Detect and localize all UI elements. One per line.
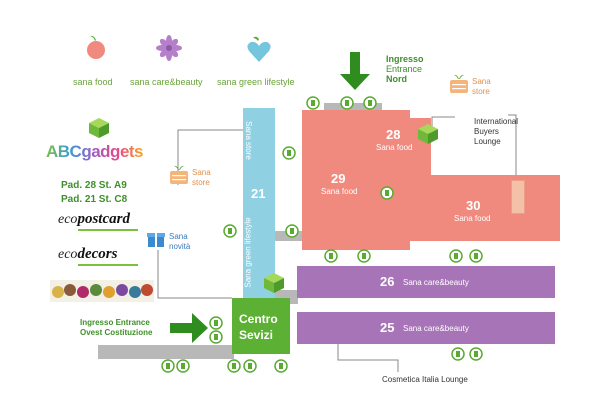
store-b-line2: store bbox=[192, 178, 210, 187]
centro-servizi-line1: Centro bbox=[239, 312, 278, 326]
store-icon bbox=[170, 165, 188, 184]
hall-30-inner-room bbox=[511, 180, 525, 214]
heart-icon bbox=[247, 36, 271, 62]
centro-servizi[interactable]: Centro Sevizi bbox=[232, 298, 290, 354]
entrance-north-line3: Nord bbox=[386, 74, 407, 84]
eco-text-2: eco bbox=[58, 247, 78, 262]
gadget-cube-icon bbox=[89, 118, 109, 138]
decors-text: decors bbox=[77, 246, 118, 262]
flower-icon bbox=[156, 35, 182, 61]
hall-26-label: Sana care&beauty bbox=[403, 278, 469, 287]
legend-label-green: sana green lifestyle bbox=[217, 77, 295, 87]
walkway-north bbox=[324, 103, 382, 111]
postcard-text: postcard bbox=[77, 211, 130, 227]
hall-28[interactable] bbox=[356, 118, 431, 178]
hall-25-label: Sana care&beauty bbox=[403, 324, 469, 333]
gift-icon bbox=[147, 233, 165, 247]
abcgadgets-logo: ABCgadgets bbox=[46, 142, 144, 162]
store-a-line1: Sana bbox=[472, 77, 491, 86]
arrow-down-icon bbox=[340, 52, 370, 90]
walkway-west bbox=[98, 345, 234, 359]
hall-28-number: 28 bbox=[386, 127, 401, 142]
hall-29-number: 29 bbox=[331, 171, 346, 186]
hall-30-number: 30 bbox=[466, 198, 481, 213]
hall-30-label: Sana food bbox=[454, 214, 491, 223]
pad-21: Pad. 21 St. C8 bbox=[61, 194, 128, 205]
hall-30[interactable] bbox=[380, 175, 560, 241]
novita-line2: novità bbox=[169, 242, 191, 251]
products-photo bbox=[50, 280, 154, 302]
hall-25-number: 25 bbox=[380, 320, 395, 335]
arrow-right-icon bbox=[170, 313, 208, 343]
store-b-line1: Sana bbox=[192, 168, 211, 177]
centro-servizi-line2: Sevizi bbox=[239, 328, 274, 342]
hall-25[interactable]: 25 Sana care&beauty bbox=[297, 312, 555, 344]
legend: sana food sana care&beauty sana green li… bbox=[60, 35, 320, 95]
intl-lounge-line3: Lounge bbox=[474, 137, 501, 146]
store-a-line2: store bbox=[472, 87, 490, 96]
legend-label-care: sana care&beauty bbox=[130, 77, 203, 87]
hall-26-number: 26 bbox=[380, 274, 395, 289]
pad-28: Pad. 28 St. A9 bbox=[61, 180, 127, 191]
cosmetica-lounge: Cosmetica Italia Lounge bbox=[382, 375, 468, 384]
ecodecors-logo: ecodecors bbox=[58, 245, 148, 269]
intl-lounge-line2: Buyers bbox=[474, 127, 499, 136]
ecopostcard-logo: ecopostcard bbox=[58, 210, 148, 234]
entrance-north-line2: Entrance bbox=[386, 64, 423, 74]
ecopostcard-underline bbox=[78, 229, 138, 231]
eco-text-1: eco bbox=[58, 212, 78, 227]
store-icon bbox=[450, 74, 468, 93]
gadget-cube-icon-21 bbox=[264, 273, 284, 293]
ecodecors-underline bbox=[78, 264, 138, 266]
abcgadgets-text: ABCgadgets bbox=[46, 142, 144, 161]
gadget-cube-icon-28 bbox=[418, 124, 438, 144]
novita-line1: Sana bbox=[169, 232, 188, 241]
sana-novita[interactable]: Sana novità bbox=[147, 230, 207, 256]
sana-store-b[interactable]: Sana store bbox=[168, 164, 218, 194]
intl-lounge-line1: International bbox=[474, 117, 519, 126]
entrance-west-line1: Ingresso Entrance bbox=[80, 318, 150, 327]
sana-store-a[interactable]: Sana store bbox=[448, 73, 498, 103]
hall-21[interactable]: Sana store 21 Sana green lifestyle bbox=[243, 108, 275, 298]
apple-icon bbox=[87, 35, 105, 59]
entrance-west-line2: Ovest Costituzione bbox=[80, 328, 153, 337]
hall-29-label: Sana food bbox=[321, 187, 358, 196]
hall-26[interactable]: 26 Sana care&beauty bbox=[297, 266, 555, 298]
entrance-north-line1: Ingresso bbox=[386, 54, 424, 64]
legend-label-food: sana food bbox=[73, 77, 113, 87]
hall-21-number: 21 bbox=[251, 186, 266, 201]
hall-28-label: Sana food bbox=[376, 143, 413, 152]
